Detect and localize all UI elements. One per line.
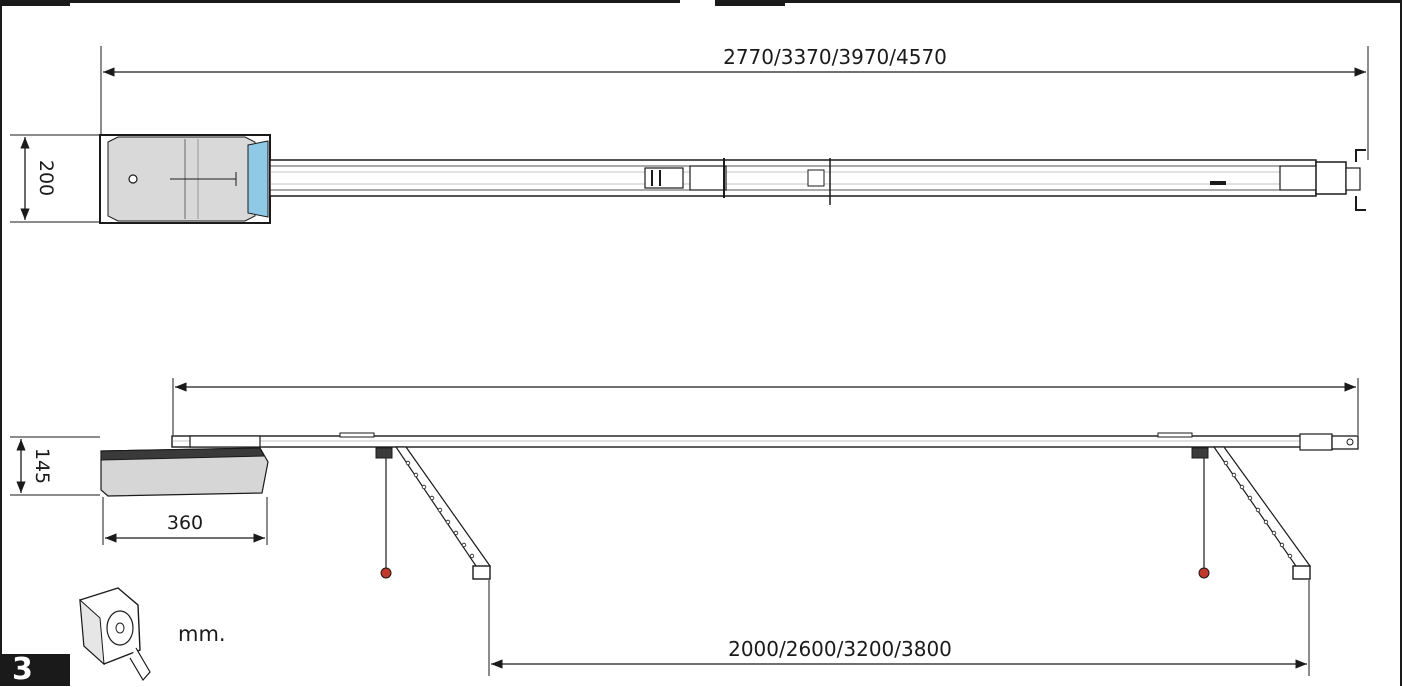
top-border-segment xyxy=(70,0,680,3)
bracket-spacing-label: 2000/2600/3200/3800 xyxy=(728,637,952,661)
hanger-clamp xyxy=(375,447,393,459)
end-bracket-top xyxy=(1315,161,1347,195)
rail-top xyxy=(269,159,1317,197)
shuttle-top xyxy=(689,165,727,191)
end-bracket-top xyxy=(1345,167,1361,191)
ceiling-bracket xyxy=(1292,565,1311,580)
suspension-strap xyxy=(394,446,491,573)
figure-number-badge: 3 xyxy=(2,654,70,686)
overall-length-label: 2770/3370/3970/4570 xyxy=(723,45,947,69)
rail-coupling xyxy=(189,435,261,448)
rail-clip xyxy=(339,432,375,438)
ceiling-bracket xyxy=(472,565,491,580)
top-border-segment xyxy=(785,0,1400,3)
head-width-label: 200 xyxy=(35,160,57,196)
release-knob xyxy=(1198,567,1210,579)
rail-clip xyxy=(1157,432,1193,438)
side-view: 145 360 xyxy=(10,378,1359,676)
end-bracket-hole xyxy=(1346,438,1354,446)
rail-side xyxy=(171,435,1333,448)
cover-light-lens xyxy=(247,140,269,218)
top-border-segment xyxy=(715,0,785,6)
hanger-clamp xyxy=(1191,447,1209,459)
rail-marker xyxy=(1210,181,1226,185)
tape-measure-icon xyxy=(79,587,151,682)
head-height-label: 145 xyxy=(31,448,53,484)
rail-end-pulley xyxy=(1279,165,1321,191)
top-border-segment xyxy=(2,0,70,6)
end-bracket-side xyxy=(1331,435,1359,450)
units-label: mm. xyxy=(178,622,226,646)
rail-end-side xyxy=(1299,433,1333,451)
suspension-strap xyxy=(1212,446,1311,573)
motor-head-top-band xyxy=(100,447,265,461)
release-knob xyxy=(380,567,392,579)
rail-clamp xyxy=(807,169,825,187)
head-length-label: 360 xyxy=(167,512,203,534)
carriage-top xyxy=(644,167,684,189)
top-view: 2770/3370/3970/4570 200 xyxy=(10,45,1369,224)
release-point xyxy=(128,174,138,184)
end-bracket-hooks xyxy=(1355,149,1366,211)
